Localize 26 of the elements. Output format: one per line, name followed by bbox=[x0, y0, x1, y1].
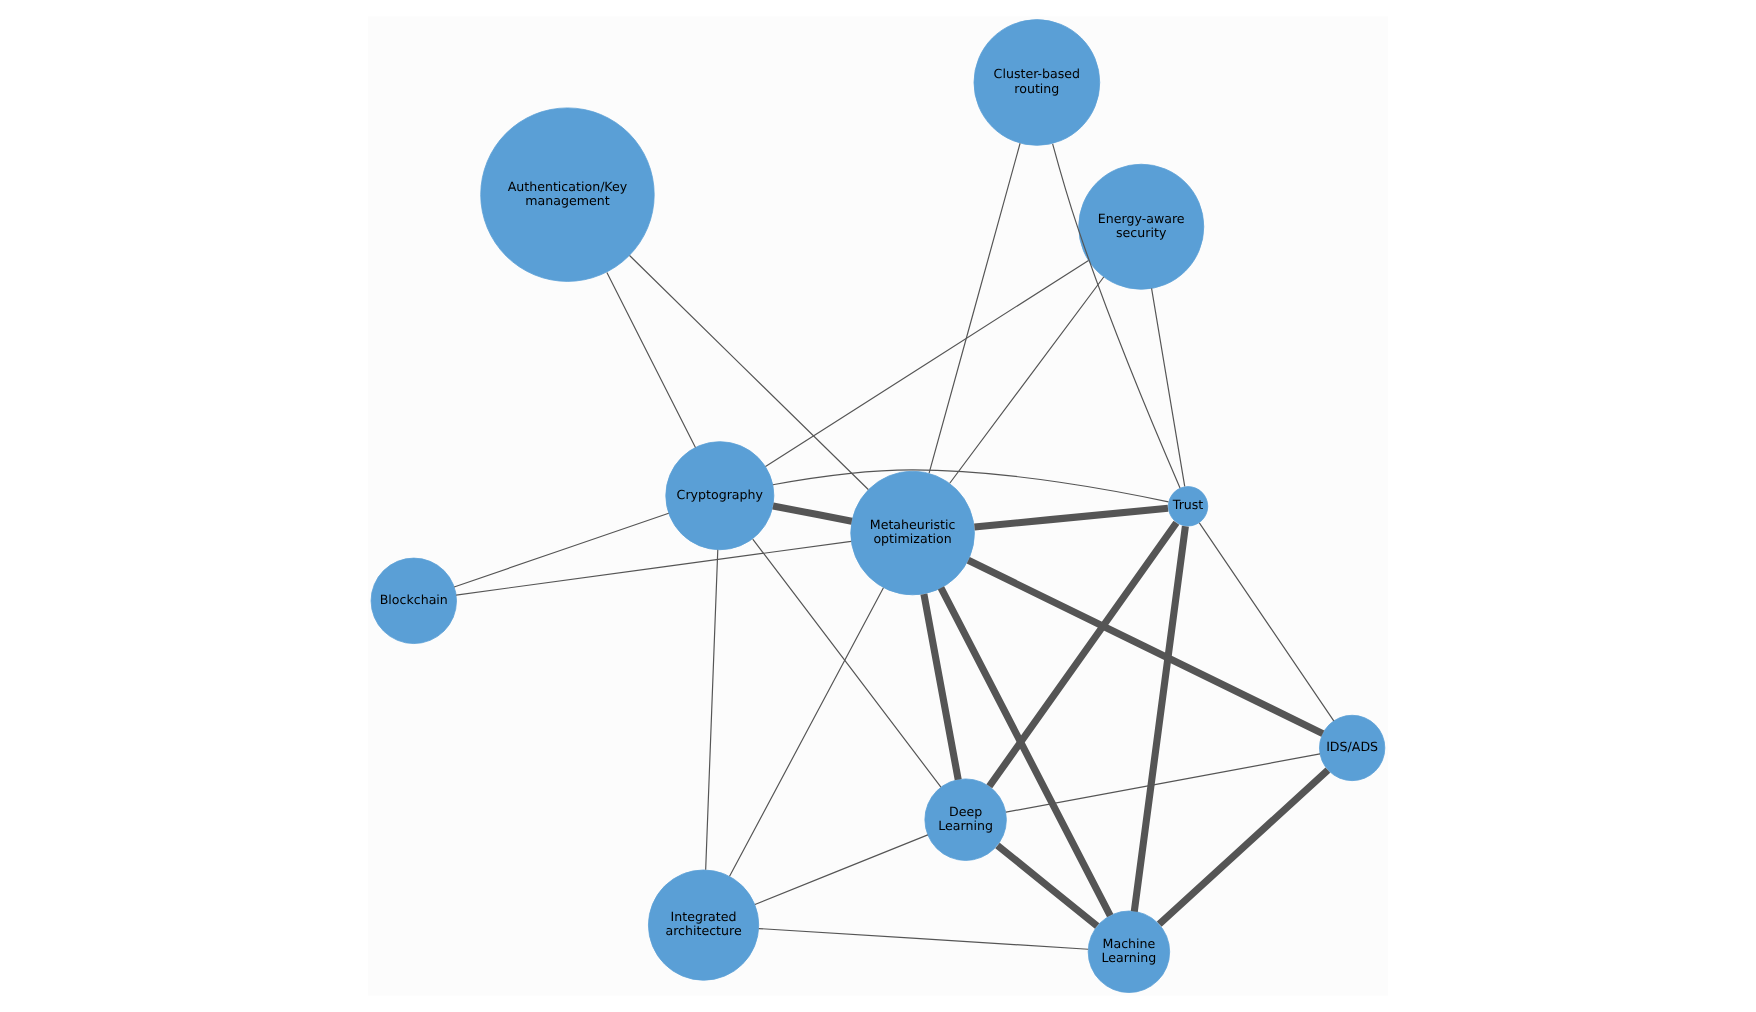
connector bbox=[974, 504, 1169, 531]
connector bbox=[754, 834, 929, 906]
connector bbox=[772, 469, 1170, 503]
connector bbox=[928, 142, 1021, 474]
connector bbox=[752, 538, 942, 788]
connector bbox=[1005, 753, 1321, 813]
connector bbox=[986, 520, 1180, 789]
connector bbox=[949, 276, 1105, 484]
connector bbox=[1052, 143, 1181, 489]
connector bbox=[453, 512, 670, 588]
connector bbox=[995, 842, 1100, 929]
connector bbox=[764, 259, 1090, 468]
connector bbox=[937, 586, 1114, 918]
connector bbox=[758, 927, 1089, 950]
connector bbox=[728, 587, 884, 877]
connector bbox=[455, 540, 852, 596]
connector bbox=[920, 593, 962, 781]
connector bbox=[606, 271, 697, 449]
connector bbox=[705, 549, 719, 871]
connector bbox=[1156, 767, 1331, 927]
connector bbox=[1198, 522, 1335, 722]
connector bbox=[772, 502, 853, 525]
connector bbox=[966, 557, 1325, 737]
connector bbox=[1130, 525, 1189, 912]
connector bbox=[628, 254, 869, 491]
connector bbox=[1151, 287, 1186, 487]
